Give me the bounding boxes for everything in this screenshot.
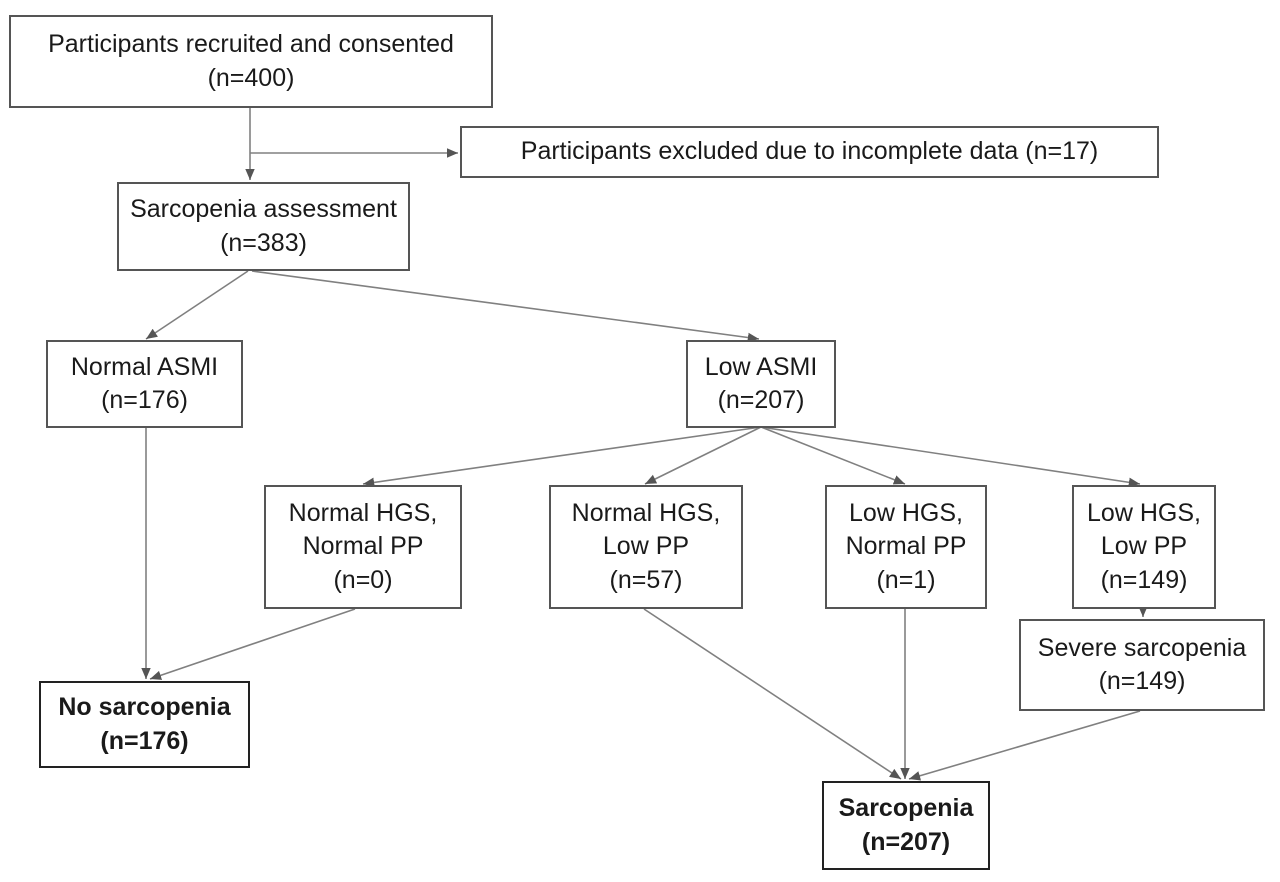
low-hgs-normal-pp-box: Low HGS, Normal PP (n=1) (825, 485, 987, 609)
assessment-box: Sarcopenia assessment (n=383) (117, 182, 410, 271)
severe-sarcopenia-box: Severe sarcopenia (n=149) (1019, 619, 1265, 711)
severe-sarcopenia-count: (n=149) (1098, 667, 1186, 695)
connector-low-asmi-to-low-hgs-normal-pp (760, 426, 906, 485)
connector-low-asmi-to-low-hgs-low-pp (760, 426, 1141, 488)
normal-hgs-low-pp-line2: Low PP (602, 532, 690, 561)
normal-hgs-normal-pp-box: Normal HGS, Normal PP (n=0) (264, 485, 462, 609)
low-hgs-low-pp-count: (n=149) (1100, 565, 1188, 594)
low-asmi-count: (n=207) (717, 386, 805, 414)
normal-asmi-box: Normal ASMI (n=176) (46, 340, 243, 428)
normal-asmi-count: (n=176) (101, 386, 188, 414)
connector-severe-sarcopenia-to-sarcopenia (908, 710, 1141, 781)
normal-hgs-normal-pp-line1: Normal HGS, (288, 499, 438, 528)
assessment-label: Sarcopenia assessment (130, 195, 397, 224)
recruited-count: (n=400) (207, 63, 295, 92)
connector-low-asmi-to-normal-hgs-low-pp (644, 426, 762, 485)
sarcopenia-label: Sarcopenia (838, 794, 974, 823)
normal-hgs-low-pp-line1: Normal HGS, (571, 499, 721, 528)
connector-low-asmi-to-normal-hgs-normal-pp (362, 426, 762, 488)
normal-asmi-label: Normal ASMI (70, 352, 219, 381)
connector-assessment-to-normal-asmi (145, 270, 249, 340)
low-asmi-label: Low ASMI (704, 352, 818, 381)
normal-hgs-low-pp-box: Normal HGS, Low PP (n=57) (549, 485, 743, 609)
low-hgs-low-pp-line2: Low PP (1100, 532, 1188, 561)
low-asmi-box: Low ASMI (n=207) (686, 340, 836, 428)
sarcopenia-box: Sarcopenia (n=207) (822, 781, 990, 870)
assessment-count: (n=383) (220, 228, 307, 257)
recruited-box: Participants recruited and consented (n=… (9, 15, 493, 108)
connector-normal-hgs-low-pp-to-sarcopenia (643, 608, 902, 780)
low-hgs-normal-pp-line1: Low HGS, (849, 499, 963, 528)
normal-hgs-normal-pp-line2: Normal PP (302, 532, 424, 561)
recruited-label: Participants recruited and consented (48, 30, 454, 59)
low-hgs-normal-pp-line2: Normal PP (845, 532, 967, 561)
no-sarcopenia-label: No sarcopenia (58, 693, 231, 722)
low-hgs-low-pp-box: Low HGS, Low PP (n=149) (1072, 485, 1216, 609)
normal-hgs-normal-pp-count: (n=0) (333, 565, 393, 594)
connector-normal-hgs-normal-pp-to-no-sarcopenia (149, 608, 356, 680)
connector-assessment-to-low-asmi (251, 270, 760, 343)
low-hgs-low-pp-line1: Low HGS, (1087, 499, 1201, 528)
severe-sarcopenia-label: Severe sarcopenia (1037, 633, 1247, 662)
low-hgs-normal-pp-count: (n=1) (876, 565, 936, 594)
sarcopenia-count: (n=207) (861, 827, 951, 856)
excluded-box: Participants excluded due to incomplete … (460, 126, 1159, 178)
excluded-label: Participants excluded due to incomplete … (520, 137, 1099, 166)
no-sarcopenia-count: (n=176) (100, 726, 189, 755)
no-sarcopenia-box: No sarcopenia (n=176) (39, 681, 250, 768)
normal-hgs-low-pp-count: (n=57) (609, 565, 683, 594)
